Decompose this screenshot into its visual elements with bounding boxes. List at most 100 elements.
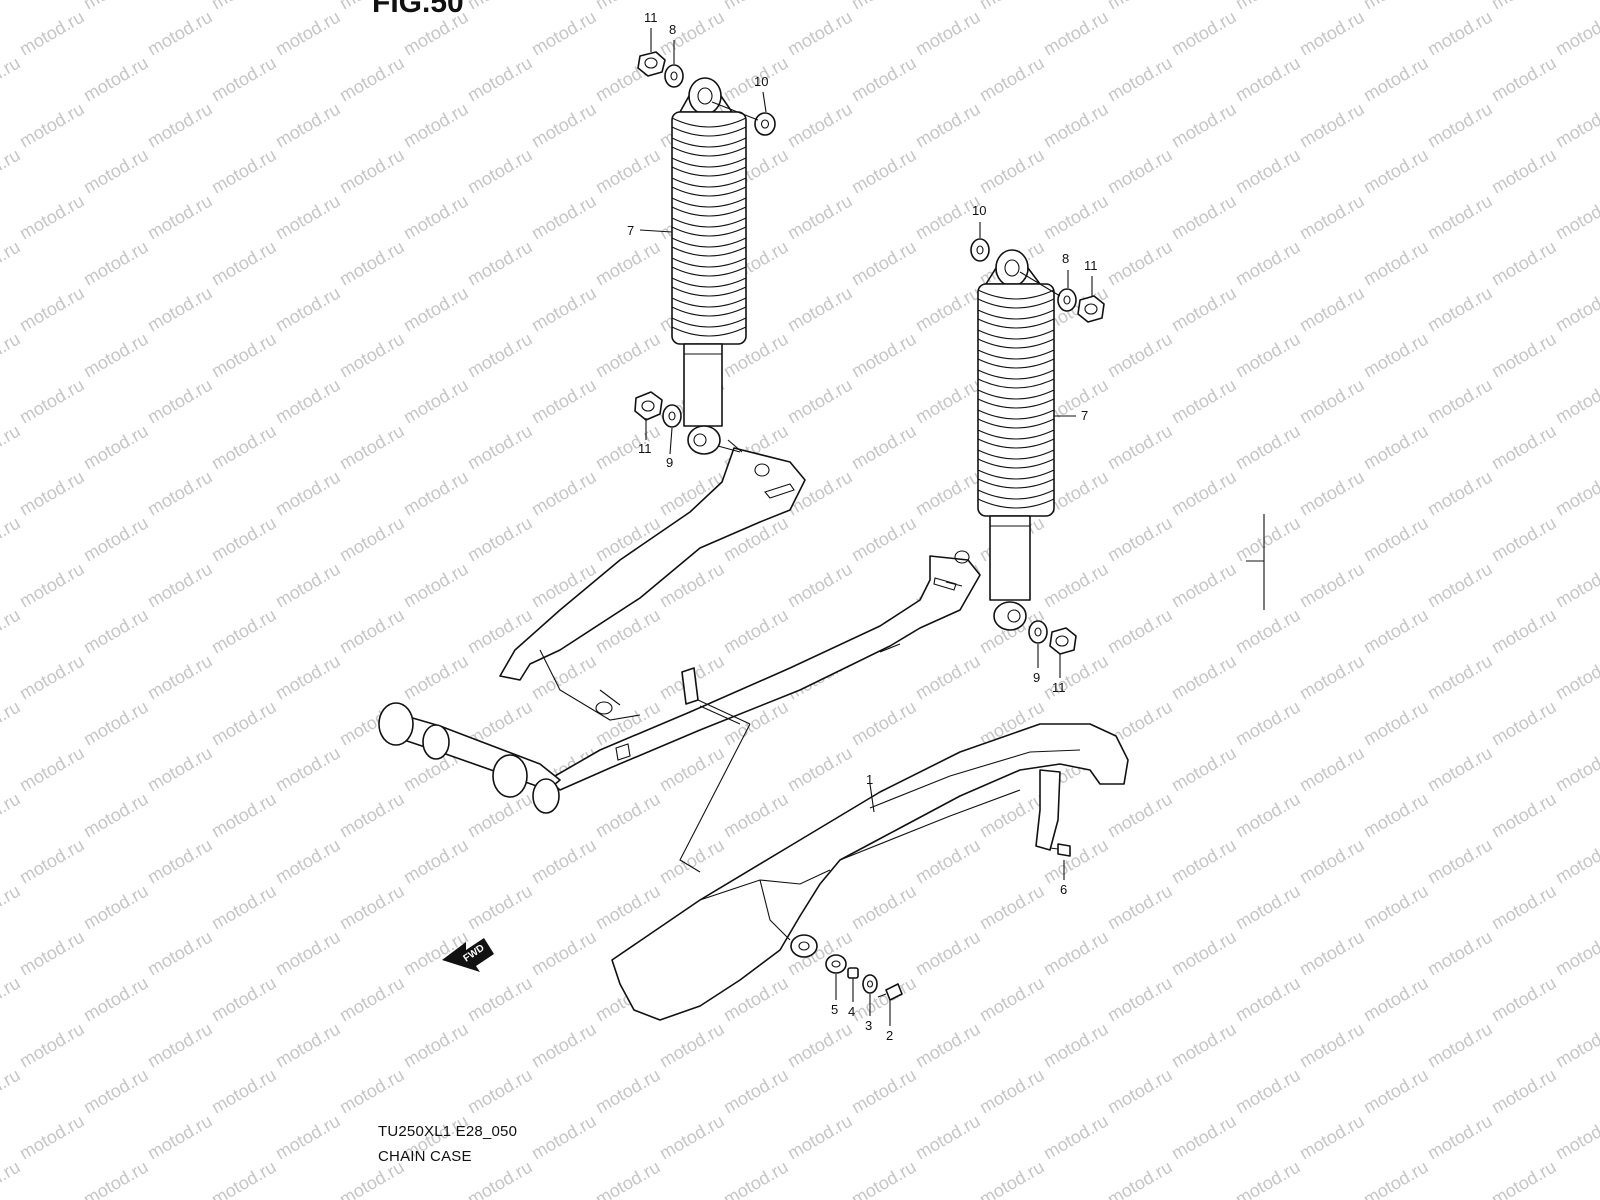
washer-icon [862,974,878,994]
watermark-text: motod.ru [1168,927,1240,980]
watermark-text: motod.ru [208,145,280,198]
watermark-text: motod.ru [1552,559,1600,612]
spring-coil [977,429,1055,440]
watermark-text: motod.ru [16,1111,88,1164]
watermark-text: motod.ru [1296,1019,1368,1072]
watermark-text: motod.ru [848,881,920,934]
watermark-text: motod.ru [592,1065,664,1118]
watermark-text: motod.ru [1552,191,1600,244]
spring-coil [977,298,1055,309]
watermark-text: motod.ru [1360,145,1432,198]
callout-3: 3 [865,1018,872,1033]
watermark-text: motod.ru [400,191,472,244]
watermark-text: motod.ru [80,973,152,1026]
washer-icon [1057,288,1077,312]
watermark-text: motod.ru [848,697,920,750]
callout-7: 7 [1081,408,1088,423]
watermark-text: motod.ru [0,1157,24,1200]
nut-icon [1049,627,1077,655]
watermark-text: motod.ru [1552,375,1600,428]
watermark-text: motod.ru [208,973,280,1026]
watermark-text: motod.ru [80,881,152,934]
watermark-text: motod.ru [1360,421,1432,474]
watermark-text: motod.ru [1360,53,1432,106]
chain-case[interactable] [611,723,1129,1021]
watermark-text: motod.ru [16,1019,88,1072]
watermark-text: motod.ru [848,513,920,566]
watermark-text: motod.ru [784,559,856,612]
watermark-text: motod.ru [16,651,88,704]
spring-coil [671,326,747,337]
watermark-text: motod.ru [1104,973,1176,1026]
callout-10: 10 [972,203,986,218]
watermark-text: motod.ru [0,789,24,842]
callout-6: 6 [1060,882,1067,897]
watermark-text: motod.ru [80,53,152,106]
watermark-text: motod.ru [208,605,280,658]
callout-11: 11 [644,10,658,25]
watermark-text: motod.ru [1488,1157,1560,1200]
watermark-text: motod.ru [336,605,408,658]
watermark-text: motod.ru [1360,973,1432,1026]
spring-coil [977,418,1055,429]
watermark-text: motod.ru [144,1019,216,1072]
watermark-text: motod.ru [1168,1111,1240,1164]
watermark-text: motod.ru [1232,329,1304,382]
washer-icon [754,112,776,136]
watermark-text: motod.ru [1360,237,1432,290]
watermark-text: motod.ru [1424,559,1496,612]
watermark-text: motod.ru [1040,1111,1112,1164]
spring-coil [977,438,1055,449]
watermark-text: motod.ru [528,1019,600,1072]
watermark-text: motod.ru [1360,1157,1432,1200]
watermark-text: motod.ru [1360,513,1432,566]
callout-5: 5 [831,1002,838,1017]
watermark-text: motod.ru [144,743,216,796]
watermark-text: motod.ru [1104,0,1176,13]
watermark-text: motod.ru [1168,1019,1240,1072]
spring-coil [671,117,747,128]
nut-icon [637,51,666,77]
spring-coil [671,166,747,177]
figure-title: FIG.50 [372,0,464,19]
watermark-text: motod.ru [0,145,24,198]
watermark-text: motod.ru [272,1019,344,1072]
watermark-text: motod.ru [1296,927,1368,980]
spring-coil [977,369,1055,380]
watermark-text: motod.ru [16,467,88,520]
watermark-text: motod.ru [144,99,216,152]
watermark-text: motod.ru [464,973,536,1026]
watermark-text: motod.ru [1552,283,1600,336]
watermark-text: motod.ru [1040,927,1112,980]
watermark-text: motod.ru [1104,421,1176,474]
watermark-text: motod.ru [1168,835,1240,888]
watermark-text: motod.ru [1488,329,1560,382]
spring-coil [671,286,747,297]
spring-coil [977,489,1055,500]
callout-9: 9 [666,455,673,470]
watermark-text: motod.ru [272,559,344,612]
watermark-text: motod.ru [1488,789,1560,842]
watermark-text: motod.ru [592,237,664,290]
watermark-text: motod.ru [464,1157,536,1200]
watermark-text: motod.ru [720,789,792,842]
right-shock-absorber[interactable] [977,249,1055,631]
watermark-text: motod.ru [912,1019,984,1072]
callout-8: 8 [1062,251,1069,266]
callout-11: 11 [1052,680,1066,695]
watermark-text: motod.ru [1488,973,1560,1026]
watermark-text: motod.ru [144,7,216,60]
spring-coil [977,398,1055,409]
watermark-text: motod.ru [464,145,536,198]
watermark-text: motod.ru [1424,651,1496,704]
watermark-text: motod.ru [1360,789,1432,842]
watermark-text: motod.ru [1296,99,1368,152]
watermark-text: motod.ru [912,835,984,888]
watermark-text: motod.ru [912,99,984,152]
spring-coil [671,246,747,257]
left-shock-absorber[interactable] [671,77,747,455]
spring-coil [977,329,1055,340]
spring-coil [977,349,1055,360]
watermark-text: motod.ru [1104,237,1176,290]
watermark-text: motod.ru [1424,7,1496,60]
